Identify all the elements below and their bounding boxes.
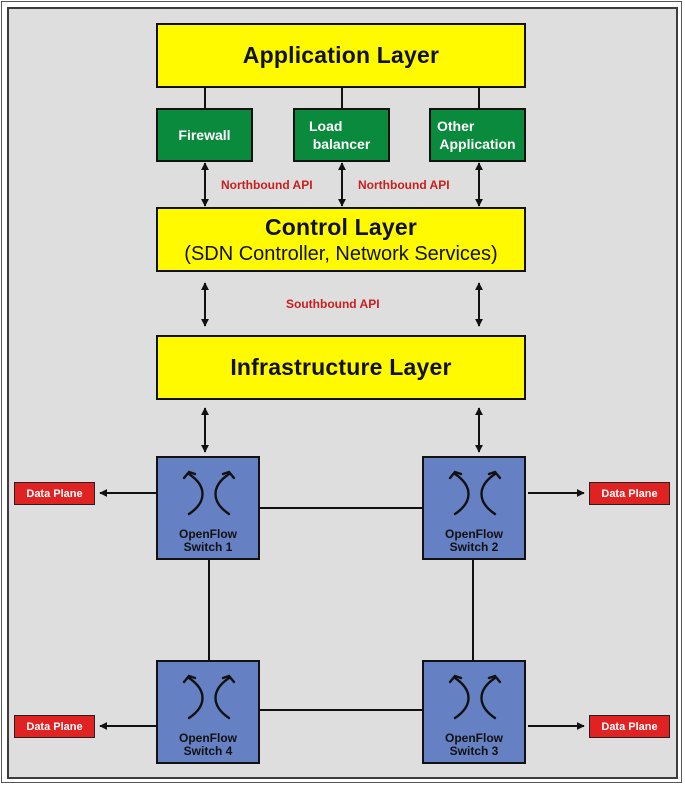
openflow-switch-1: OpenFlow Switch 1 (156, 456, 260, 560)
data-plane-label: Data Plane (601, 720, 658, 733)
other-application-box: Other Application (429, 108, 526, 162)
application-layer-label: Application Layer (242, 42, 440, 68)
openflow-switch-2: OpenFlow Switch 2 (422, 456, 526, 560)
control-layer: Control Layer (SDN Controller, Network S… (156, 207, 526, 272)
infrastructure-layer: Infrastructure Layer (156, 335, 526, 400)
infrastructure-layer-label: Infrastructure Layer (230, 354, 452, 380)
control-layer-subtitle: (SDN Controller, Network Services) (184, 242, 498, 265)
switch-crossover-icon (448, 674, 502, 720)
load-balancer-label-line-1: Load (309, 118, 343, 134)
data-plane-label: Data Plane (601, 487, 658, 500)
switch-2-label-line-2: Switch 2 (449, 540, 499, 554)
switch-3-label-line-2: Switch 3 (449, 744, 499, 758)
switch-4-label-line-1: OpenFlow (179, 731, 237, 745)
firewall-label: Firewall (178, 127, 231, 143)
switch-1-label-line-2: Switch 1 (183, 540, 233, 554)
data-plane-label: Data Plane (26, 487, 83, 500)
northbound-api-label-right: Northbound API (358, 178, 450, 192)
application-layer: Application Layer (156, 23, 526, 88)
switch-1-label-line-1: OpenFlow (179, 527, 237, 541)
load-balancer-label-line-2: balancer (312, 136, 371, 152)
switch-4-label-line-2: Switch 4 (183, 744, 233, 758)
data-plane-box-2: Data Plane (589, 482, 670, 505)
openflow-switch-4: OpenFlow Switch 4 (156, 660, 260, 764)
switch-crossover-icon (448, 470, 502, 516)
openflow-switch-3: OpenFlow Switch 3 (422, 660, 526, 764)
data-plane-box-4: Data Plane (14, 715, 95, 738)
firewall-box: Firewall (156, 108, 253, 162)
load-balancer-box: Load balancer (293, 108, 390, 162)
control-layer-label: Control Layer (264, 213, 418, 240)
other-application-label-line-2: Application (439, 136, 516, 152)
southbound-api-label: Southbound API (286, 297, 380, 311)
switch-2-label-line-1: OpenFlow (445, 527, 503, 541)
data-plane-box-3: Data Plane (589, 715, 670, 738)
switch-3-label-line-1: OpenFlow (445, 731, 503, 745)
northbound-api-label-left: Northbound API (221, 178, 313, 192)
switch-crossover-icon (182, 674, 236, 720)
other-application-label-line-1: Other (437, 118, 475, 134)
data-plane-box-1: Data Plane (14, 482, 95, 505)
switch-crossover-icon (182, 470, 236, 516)
data-plane-label: Data Plane (26, 720, 83, 733)
